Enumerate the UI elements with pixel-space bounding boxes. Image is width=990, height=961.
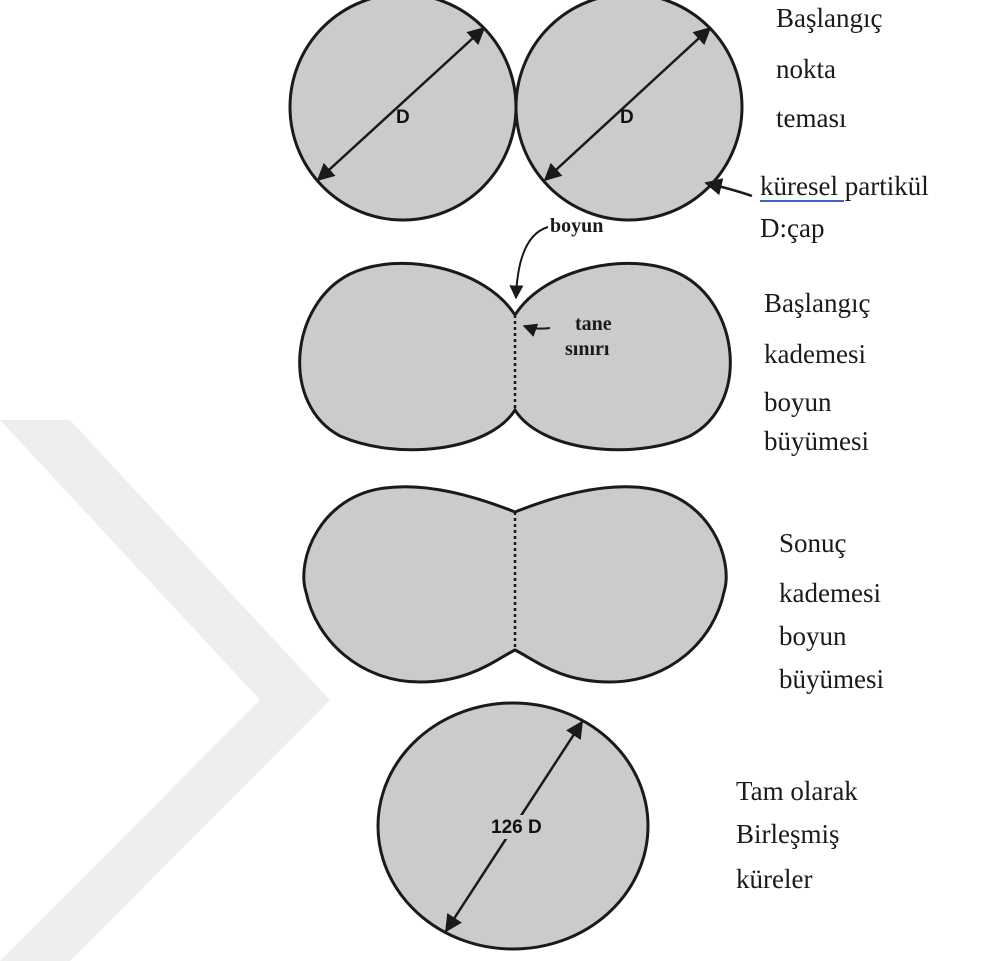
particle-label: küresel partikül D:çap bbox=[760, 171, 929, 243]
left-diameter-arrow bbox=[316, 26, 486, 182]
spherical-particle-label: küresel partikül bbox=[760, 171, 929, 201]
stage3-label: Sonuç kademesi boyun büyümesi bbox=[779, 528, 884, 694]
stage1-label: Başlangıç nokta teması bbox=[776, 3, 882, 133]
grain-boundary-label-line1: tane bbox=[575, 313, 612, 335]
right-diameter-label: D bbox=[620, 107, 634, 128]
boundary-pointer-arrow bbox=[522, 323, 551, 337]
stage4-diagram: 126 D bbox=[376, 701, 650, 951]
right-diameter-arrow bbox=[543, 26, 712, 182]
stage1-diagram: D D bbox=[288, 0, 753, 222]
stage2-label-line1: Başlangıç bbox=[764, 288, 870, 318]
stage3-label-line2: kademesi bbox=[779, 578, 881, 608]
stage4-label-line2: Birleşmiş bbox=[736, 819, 840, 849]
diameter-definition-label: D:çap bbox=[760, 213, 824, 243]
dimension-label-background bbox=[488, 815, 546, 839]
neck-pointer-arrow bbox=[509, 226, 549, 300]
stage3-label-line1: Sonuç bbox=[779, 528, 847, 558]
stage1-label-line1: Başlangıç bbox=[776, 3, 882, 33]
stage1-label-line2: nokta bbox=[776, 54, 836, 84]
stage2-label-line4: büyümesi bbox=[764, 426, 869, 456]
particle-word: partikül bbox=[838, 171, 929, 201]
spherical-word: küresel bbox=[760, 171, 838, 201]
stage2-label-line3: boyun bbox=[764, 387, 832, 417]
stage4-label-line1: Tam olarak bbox=[736, 776, 858, 806]
merged-diameter-label: 126 D bbox=[491, 817, 542, 838]
stage4-label: Tam olarak Birleşmiş küreler bbox=[736, 776, 858, 894]
particle-pointer-arrow bbox=[704, 178, 753, 198]
neck-label: boyun bbox=[550, 215, 603, 237]
stage2-diagram: boyun tane sınırı bbox=[298, 215, 732, 452]
left-diameter-label: D bbox=[396, 107, 410, 128]
stage3-label-line4: büyümesi bbox=[779, 664, 884, 694]
initial-neck-shape bbox=[298, 262, 732, 452]
grain-boundary-label-line2: sınırı bbox=[565, 338, 610, 360]
stage1-label-line3: teması bbox=[776, 103, 846, 133]
stage3-label-line3: boyun bbox=[779, 621, 847, 651]
stage4-label-line3: küreler bbox=[736, 864, 812, 894]
watermark-chevron bbox=[0, 420, 330, 961]
stage2-label-line2: kademesi bbox=[764, 339, 866, 369]
stage3-diagram bbox=[302, 485, 728, 684]
stage2-label: Başlangıç kademesi boyun büyümesi bbox=[764, 288, 870, 456]
